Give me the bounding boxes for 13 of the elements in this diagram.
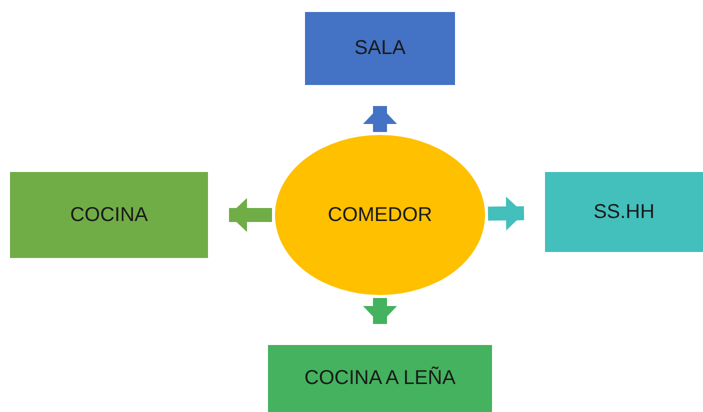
block-arrow xyxy=(363,106,397,132)
room-box xyxy=(10,172,208,258)
room-box xyxy=(305,12,455,85)
room-label: COCINA A LEÑA xyxy=(304,367,456,390)
room-label: SALA xyxy=(354,37,406,60)
room-label: SS.HH xyxy=(593,200,655,224)
block-arrow xyxy=(488,196,524,230)
room-label: COCINA xyxy=(70,204,148,226)
block-arrow xyxy=(363,298,397,324)
room-box xyxy=(545,172,703,252)
room-label: COMEDOR xyxy=(328,204,432,226)
room-box xyxy=(268,345,492,412)
block-arrow xyxy=(229,198,272,232)
